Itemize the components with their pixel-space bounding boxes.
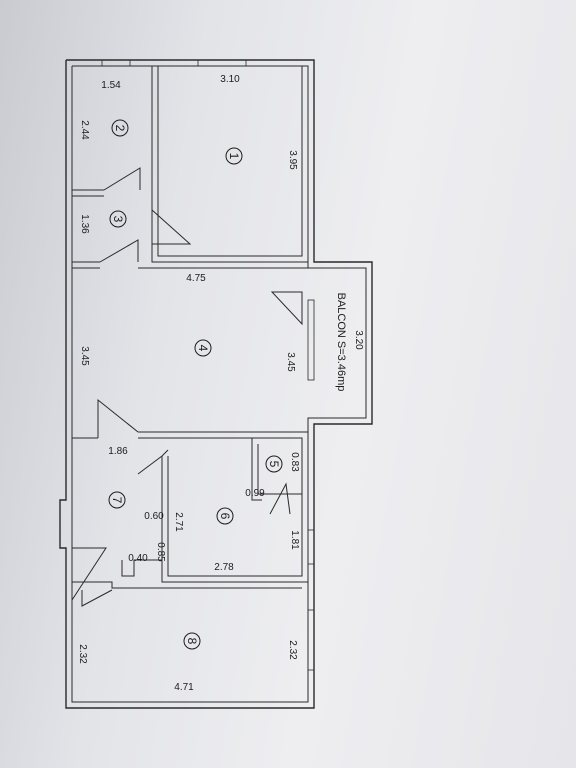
- outer-walls: [59, 59, 373, 709]
- room-6-dim-side: 2.71: [173, 512, 184, 532]
- room-6-dim-right: 1.81: [289, 530, 300, 550]
- room-7-number: 7: [110, 497, 124, 504]
- room-4-number: 4: [196, 345, 210, 352]
- windows: [101, 59, 315, 671]
- room-2-circle: [111, 119, 129, 137]
- room-5-dim-b: 0.99: [245, 488, 265, 499]
- room-7-dim-c: 0.40: [128, 553, 148, 564]
- room-8-number: 8: [185, 638, 199, 645]
- room-8-dim-right: 2.32: [287, 640, 298, 660]
- room-6-circle: [216, 507, 234, 525]
- room-5-circle: [265, 455, 283, 473]
- room-1-circle: [225, 147, 243, 165]
- dimension-labels: 1.54 3.10 2.44 3.95 1.36 4.75 3.45 3.45 …: [77, 74, 300, 693]
- room-3-circle: [109, 210, 127, 228]
- room-2-number: 2: [113, 125, 127, 132]
- room-7-dim-top: 1.86: [108, 446, 128, 457]
- room-5-number: 5: [267, 461, 281, 468]
- room-6-dim-bottom: 2.78: [214, 562, 234, 573]
- room-7-dim-a: 0.60: [144, 511, 164, 522]
- room-1-dim-top: 3.10: [220, 74, 240, 85]
- doors: [71, 167, 303, 607]
- room-4-dim-top: 4.75: [186, 273, 206, 284]
- room-2-dim-side: 2.44: [79, 120, 90, 140]
- room-numbers: 1 2 3 4 5 6 7 8: [108, 119, 283, 650]
- balcony: 3.20 BALCON S=3.46mp: [335, 293, 364, 392]
- room-2-dim-top: 1.54: [101, 80, 121, 91]
- balcony-dim: 3.20: [353, 330, 364, 350]
- room-8-dim-bottom: 4.71: [174, 682, 194, 693]
- room-6-number: 6: [218, 513, 232, 520]
- room-8-dim-left: 2.32: [77, 644, 88, 664]
- room-8-circle: [183, 632, 201, 650]
- room-1-number: 1: [227, 153, 241, 160]
- room-3-number: 3: [111, 216, 125, 223]
- room-5-dim-a: 0.83: [289, 452, 300, 472]
- room-3-dim-side: 1.36: [79, 214, 90, 234]
- room-4-circle: [194, 339, 212, 357]
- room-1-dim-side: 3.95: [287, 150, 298, 170]
- room-4-dim-left: 3.45: [79, 346, 90, 366]
- room-7-dim-b: 0.85: [155, 542, 166, 562]
- room-7-circle: [108, 491, 126, 509]
- room-4-dim-right: 3.45: [285, 352, 296, 372]
- balcony-label: BALCON S=3.46mp: [335, 293, 347, 392]
